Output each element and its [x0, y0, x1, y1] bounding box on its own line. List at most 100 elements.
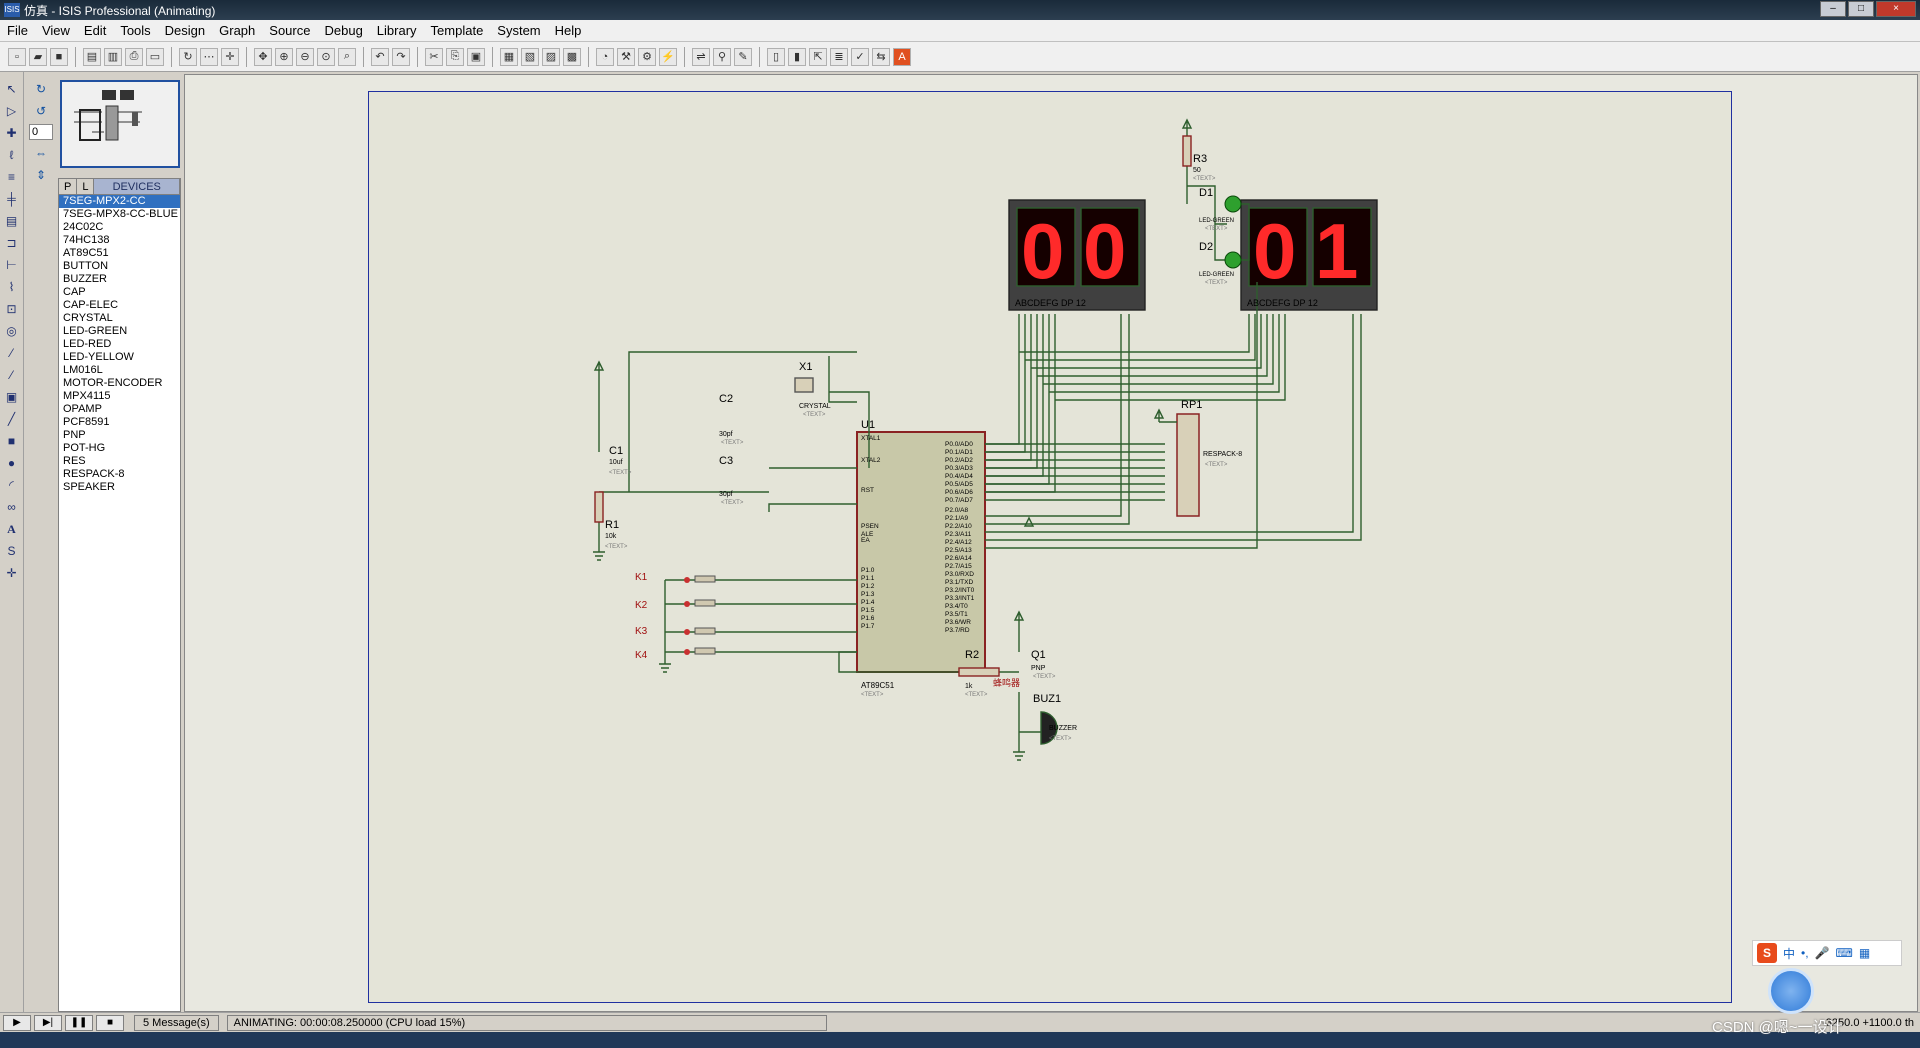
- device-list-item[interactable]: LED-YELLOW: [63, 351, 134, 363]
- zoom-area-icon[interactable]: ⌕: [338, 47, 356, 66]
- new-sheet-icon[interactable]: ▯: [767, 47, 785, 66]
- button-k2[interactable]: [694, 599, 716, 607]
- device-list-item[interactable]: RES: [63, 455, 86, 467]
- menu-source[interactable]: Source: [269, 23, 311, 38]
- device-list-item[interactable]: MOTOR-ENCODER: [63, 377, 163, 389]
- line-icon[interactable]: ╱: [7, 412, 16, 426]
- rotate-cw-icon[interactable]: ↻: [35, 82, 47, 96]
- copy-icon[interactable]: ⎘: [446, 47, 464, 66]
- device-list-item[interactable]: PNP: [63, 429, 86, 441]
- ime-language[interactable]: 中: [1783, 946, 1796, 961]
- search-icon[interactable]: ⚲: [713, 47, 731, 66]
- device-list-item[interactable]: 7SEG-MPX2-CC: [59, 195, 180, 208]
- block-copy-icon[interactable]: ▦: [500, 47, 518, 66]
- zoom-out-icon[interactable]: ⊖: [296, 47, 314, 66]
- overview-window[interactable]: [60, 80, 180, 168]
- device-list-item[interactable]: LM016L: [63, 364, 103, 376]
- erc-icon[interactable]: ✓: [851, 47, 869, 66]
- device-list-item[interactable]: 24C02C: [63, 221, 104, 233]
- button-k3[interactable]: [694, 627, 716, 635]
- wire-label-icon[interactable]: ℓ: [9, 148, 14, 162]
- cut-icon[interactable]: ✂: [425, 47, 443, 66]
- symbol-icon[interactable]: S: [7, 544, 16, 558]
- generator-icon[interactable]: ◎: [6, 324, 17, 338]
- close-button[interactable]: ×: [1876, 1, 1916, 17]
- box-icon[interactable]: ■: [7, 434, 16, 448]
- schematic-sheet[interactable]: 0 0 0 1 ABCDEFG DP 12 ABCDEFG DP 12 U1 A…: [368, 91, 1732, 1003]
- property-tool-icon[interactable]: ✎: [734, 47, 752, 66]
- current-probe-icon[interactable]: ⁄: [10, 368, 13, 382]
- menu-design[interactable]: Design: [164, 23, 206, 38]
- export-icon[interactable]: ▥: [104, 47, 122, 66]
- component-mode-icon[interactable]: ▷: [6, 104, 17, 118]
- device-list-item[interactable]: MPX4115: [63, 390, 111, 402]
- device-list-item[interactable]: CRYSTAL: [63, 312, 113, 324]
- device-list-item[interactable]: 7SEG-MPX8-CC-BLUE: [63, 208, 178, 220]
- microphone-icon[interactable]: 🎤: [1814, 946, 1830, 960]
- graph-mode-icon[interactable]: ⌇: [8, 280, 15, 294]
- device-list-item[interactable]: PCF8591: [63, 416, 110, 428]
- device-list-item[interactable]: BUZZER: [63, 273, 107, 285]
- redo-icon[interactable]: ↷: [392, 47, 410, 66]
- paste-icon[interactable]: ▣: [467, 47, 485, 66]
- floating-assistant-icon[interactable]: [1768, 968, 1814, 1014]
- package-tool-icon[interactable]: ⚙: [638, 47, 656, 66]
- device-list-item[interactable]: 74HC138: [63, 234, 110, 246]
- keyboard-icon[interactable]: ⌨: [1835, 946, 1853, 960]
- library-manager-button[interactable]: L: [77, 179, 95, 194]
- text-script-icon[interactable]: ≡: [7, 170, 15, 184]
- refresh-icon[interactable]: ↻: [179, 47, 197, 66]
- device-list-item[interactable]: OPAMP: [63, 403, 102, 415]
- menu-tools[interactable]: Tools: [120, 23, 151, 38]
- open-folder-icon[interactable]: ▰: [29, 47, 47, 66]
- button-k1[interactable]: [694, 575, 716, 583]
- wire-autorouter-icon[interactable]: ⇌: [692, 47, 710, 66]
- junction-dot-icon[interactable]: ✚: [6, 126, 17, 140]
- step-button[interactable]: ▶|: [34, 1014, 62, 1031]
- path-icon[interactable]: ∞: [7, 500, 16, 514]
- rotate-ccw-icon[interactable]: ↺: [35, 104, 47, 118]
- undo-icon[interactable]: ↶: [371, 47, 389, 66]
- menu-graph[interactable]: Graph: [219, 23, 256, 38]
- import-icon[interactable]: ▤: [83, 47, 101, 66]
- selection-mode-icon[interactable]: ↖: [6, 82, 17, 96]
- subcircuit-icon[interactable]: ▤: [5, 214, 18, 228]
- zoom-all-icon[interactable]: ⊙: [317, 47, 335, 66]
- device-list-item[interactable]: POT-HG: [63, 442, 106, 454]
- terminals-icon[interactable]: ⊐: [6, 236, 17, 250]
- mirror-x-icon[interactable]: ⇔: [35, 146, 47, 160]
- save-icon[interactable]: ■: [50, 47, 68, 66]
- messages-indicator[interactable]: 5 Message(s): [134, 1014, 219, 1031]
- device-list-item[interactable]: LED-RED: [63, 338, 112, 350]
- menu-system[interactable]: System: [497, 23, 541, 38]
- decompose-icon[interactable]: ⚡: [659, 47, 677, 66]
- goto-sheet-icon[interactable]: ⇱: [809, 47, 827, 66]
- circle-icon[interactable]: ●: [7, 456, 16, 470]
- minimize-button[interactable]: –: [1820, 1, 1846, 17]
- device-list-item[interactable]: CAP: [63, 286, 86, 298]
- marker-icon[interactable]: ✛: [6, 566, 17, 580]
- origin-icon[interactable]: ✛: [221, 47, 239, 66]
- menu-edit[interactable]: Edit: [83, 23, 107, 38]
- pause-button[interactable]: ❚❚: [65, 1014, 93, 1031]
- device-list-item[interactable]: LED-GREEN: [63, 325, 128, 337]
- device-list-item[interactable]: SPEAKER: [63, 481, 115, 493]
- sogou-logo-icon[interactable]: S: [1757, 943, 1777, 963]
- make-device-icon[interactable]: ⚒: [617, 47, 635, 66]
- maximize-button[interactable]: □: [1848, 1, 1874, 17]
- device-list-item[interactable]: AT89C51: [63, 247, 109, 259]
- zoom-in-icon[interactable]: ⊕: [275, 47, 293, 66]
- print-icon[interactable]: ⎙: [125, 47, 143, 66]
- netlist-icon[interactable]: ⇆: [872, 47, 890, 66]
- device-list-item[interactable]: CAP-ELEC: [63, 299, 119, 311]
- new-file-icon[interactable]: ▫: [8, 47, 26, 66]
- bom-icon[interactable]: ≣: [830, 47, 848, 66]
- menu-debug[interactable]: Debug: [324, 23, 363, 38]
- play-button[interactable]: ▶: [3, 1014, 31, 1031]
- button-k4[interactable]: [694, 647, 716, 655]
- buses-icon[interactable]: ╪: [7, 192, 16, 206]
- rotation-angle-field[interactable]: 0: [29, 124, 53, 140]
- device-list-item[interactable]: RESPACK-8: [63, 468, 125, 480]
- mirror-y-icon[interactable]: ⇕: [35, 168, 47, 182]
- grid-icon[interactable]: ▦: [1858, 946, 1871, 960]
